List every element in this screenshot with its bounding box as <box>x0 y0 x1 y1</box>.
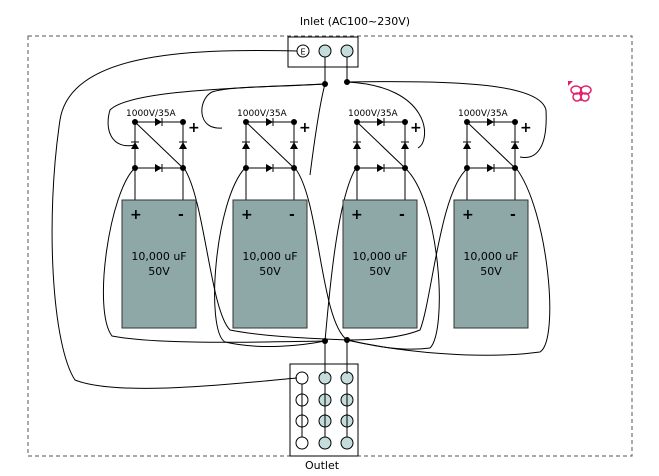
capacitor-capacitance: 10,000 uF <box>463 250 518 263</box>
bridge-rating: 1000V/35A <box>126 109 177 119</box>
capacitor-capacitance: 10,000 uF <box>352 250 407 263</box>
outlet-earth-terminal <box>295 436 309 450</box>
capacitor-minus-sign: - <box>289 207 295 223</box>
capacitor-plus-sign: + <box>130 207 142 223</box>
capacitor-voltage: 50V <box>259 265 281 278</box>
inlet-label: Inlet (AC100~230V) <box>300 15 410 28</box>
inlet-terminal-live <box>318 44 332 58</box>
capacitor-voltage: 50V <box>480 265 502 278</box>
capacitor-plus-sign: + <box>351 207 363 223</box>
outlet-dc-terminal <box>340 436 354 450</box>
outlet-dc-terminal <box>318 436 332 450</box>
earth-wire <box>51 49 298 389</box>
diode-icon <box>353 141 361 149</box>
capacitor-3: + - 10,000 uF 50V <box>342 199 418 329</box>
earth-symbol: E <box>300 48 305 57</box>
diode-icon <box>131 141 139 149</box>
capacitor-minus-sign: - <box>510 207 516 223</box>
diode-icon <box>179 141 187 149</box>
dc-output-wires <box>102 167 551 374</box>
bridge-plus-sign: + <box>188 120 200 136</box>
capacitor-4: + - 10,000 uF 50V <box>453 199 529 329</box>
outlet-connector <box>289 363 359 457</box>
diode-icon <box>401 141 409 149</box>
diode-icon <box>487 118 495 126</box>
diode-icon <box>242 141 250 149</box>
capacitor-plus-sign: + <box>241 207 253 223</box>
diode-icon <box>463 141 471 149</box>
capacitor-voltage: 50V <box>369 265 391 278</box>
bridge-rating: 1000V/35A <box>348 109 399 119</box>
diode-icon <box>290 141 298 149</box>
bridge-plus-sign: + <box>520 120 532 136</box>
capacitor-2: + - 10,000 uF 50V <box>232 199 308 329</box>
diode-icon <box>155 118 163 126</box>
diode-icon <box>155 164 163 172</box>
butterfly-icon <box>568 81 592 102</box>
capacitor-minus-sign: - <box>399 207 405 223</box>
bridge-plus-sign: + <box>410 120 422 136</box>
ac-input-wires <box>107 57 547 176</box>
bridge-rectifier-2: 1000V/35A + <box>237 109 311 200</box>
inlet-connector: E <box>287 36 359 68</box>
bridge-plus-sign: + <box>299 120 311 136</box>
diode-icon <box>266 164 274 172</box>
capacitor-1: + - 10,000 uF 50V <box>121 199 197 329</box>
diode-icon <box>266 118 274 126</box>
capacitor-capacitance: 10,000 uF <box>242 250 297 263</box>
capacitor-plus-sign: + <box>462 207 474 223</box>
outlet-label: Outlet <box>305 459 340 472</box>
bridge-rating: 1000V/35A <box>458 109 509 119</box>
bridge-rectifier-4: 1000V/35A + <box>458 109 532 200</box>
diode-icon <box>377 118 385 126</box>
capacitor-capacitance: 10,000 uF <box>131 250 186 263</box>
capacitor-voltage: 50V <box>148 265 170 278</box>
outlet-earth-terminal <box>295 371 309 385</box>
diode-icon <box>511 141 519 149</box>
bridge-rating: 1000V/35A <box>237 109 288 119</box>
bridge-rectifier-3: 1000V/35A + <box>348 109 422 200</box>
capacitor-minus-sign: - <box>178 207 184 223</box>
inlet-terminal-neutral <box>340 44 354 58</box>
bridge-rectifier-1: 1000V/35A + <box>126 109 200 200</box>
diode-icon <box>487 164 495 172</box>
diode-icon <box>377 164 385 172</box>
